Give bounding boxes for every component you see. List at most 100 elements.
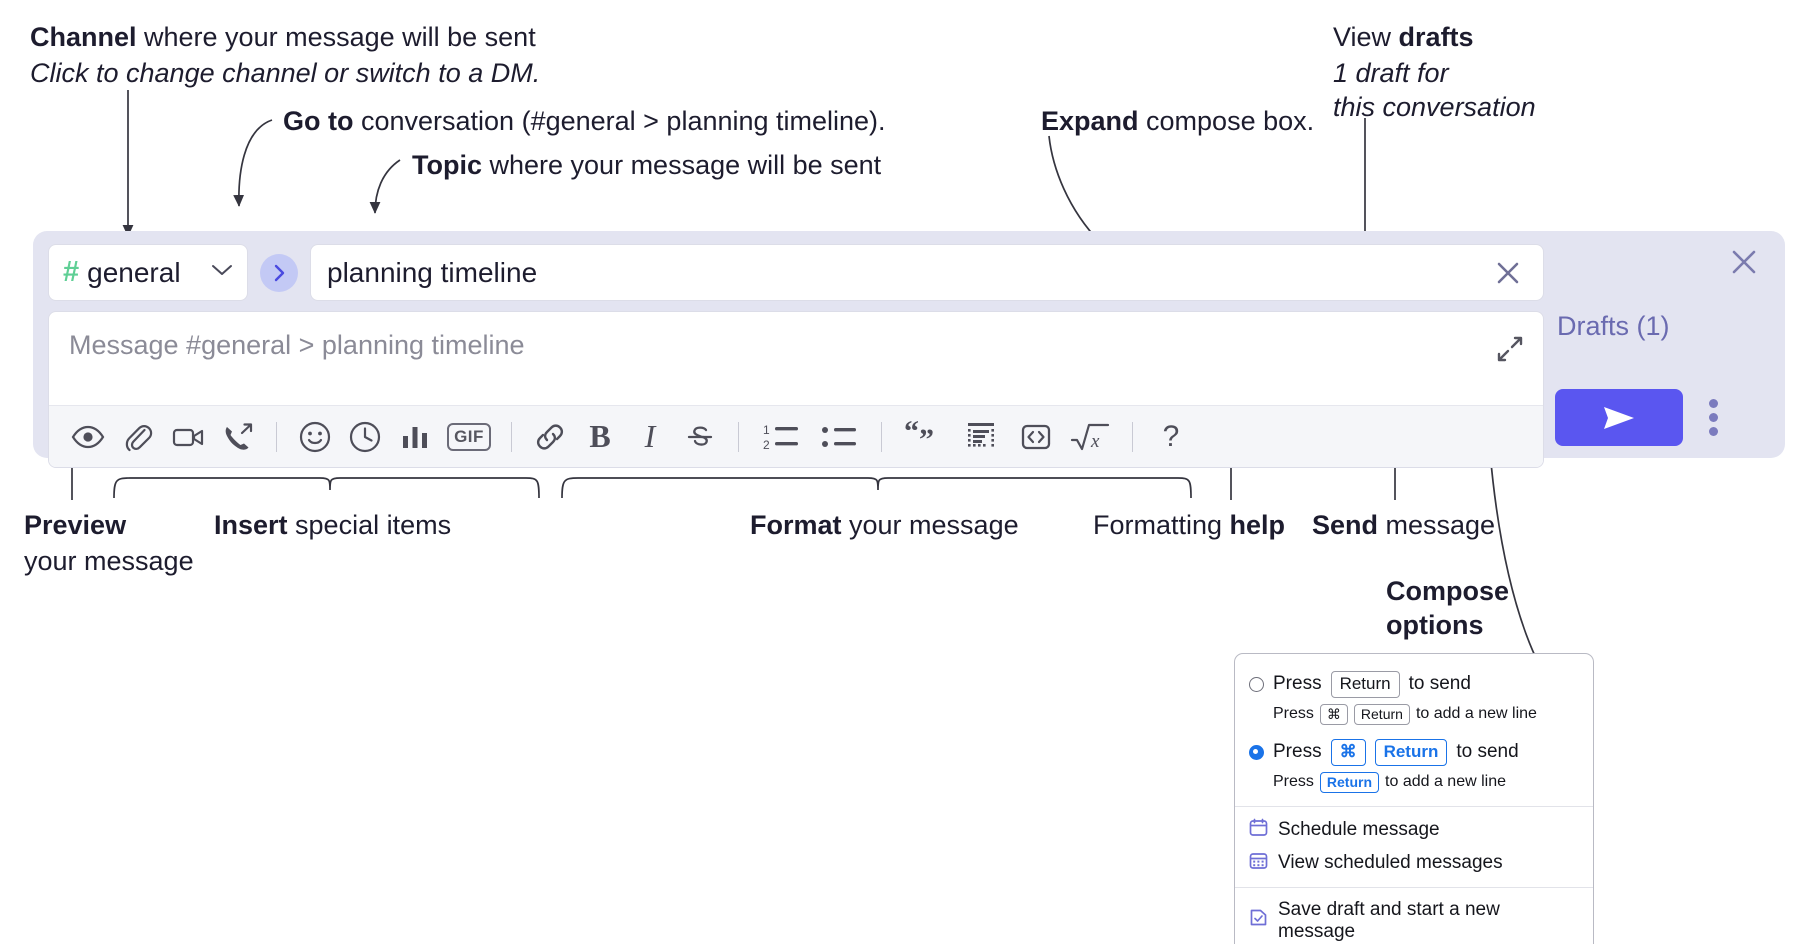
channel-selector[interactable]: # general (48, 244, 248, 301)
svg-text:1: 1 (763, 423, 770, 437)
kebab-menu-icon[interactable] (1709, 399, 1718, 436)
toolbar-separator (276, 421, 277, 452)
toolbar-separator (881, 421, 882, 452)
poll-icon[interactable] (390, 412, 440, 462)
menu-item-save-draft[interactable]: Save draft and start a new message (1235, 895, 1593, 944)
menu-item-label: View scheduled messages (1278, 852, 1503, 874)
message-input[interactable]: Message #general > planning timeline (49, 312, 1543, 405)
strikethrough-icon[interactable] (675, 412, 725, 462)
video-icon[interactable] (163, 412, 213, 462)
radio-icon[interactable] (1249, 676, 1264, 692)
option-press-label: Press (1273, 673, 1322, 695)
latex-icon[interactable]: x (1061, 412, 1119, 462)
annotation-drafts-plain: View (1333, 22, 1399, 52)
annotation-compose-options-bold1: Compose (1386, 576, 1510, 606)
svg-text:“: “ (904, 421, 919, 448)
link-icon[interactable] (525, 412, 575, 462)
kbd-command: ⌘ (1330, 738, 1366, 766)
bulleted-list-icon[interactable] (810, 412, 868, 462)
drafts-link[interactable]: Drafts (1) (1557, 311, 1670, 341)
annotation-send-rest: message (1378, 510, 1496, 540)
annotation-preview-bold: Preview (24, 510, 127, 540)
annotation-drafts-italic2: this conversation (1333, 91, 1536, 122)
hash-icon: # (63, 256, 80, 288)
menu-item-schedule-message[interactable]: Schedule message (1235, 814, 1593, 847)
annotation-insert-rest: special items (287, 510, 452, 540)
annotation-topic-bold: Topic (412, 150, 482, 180)
annotation-channel-italic: Click to change channel or switch to a D… (30, 57, 541, 88)
radio-icon-selected[interactable] (1249, 744, 1264, 760)
menu-item-view-scheduled-messages[interactable]: View scheduled messages (1235, 847, 1593, 880)
kbd-return: Return (1374, 738, 1448, 766)
annotation-format-rest: your message (841, 510, 1019, 540)
radio-option-command-return[interactable]: Press ⌘ Return to send (1235, 736, 1593, 769)
calendar-grid-icon (1249, 851, 1268, 876)
compose-panel: # general planning timeline (33, 231, 1785, 468)
compose-inner: # general planning timeline (48, 244, 1544, 468)
help-icon[interactable]: ? (1146, 412, 1196, 462)
preview-icon[interactable] (63, 412, 113, 462)
radio-option-return-sub: Press ⌘ Return to add a new line (1235, 701, 1593, 728)
emoji-icon[interactable] (290, 412, 340, 462)
annotation-goto-bold: Go to (283, 106, 354, 136)
annotation-drafts: View drafts 1 draft for this conversatio… (1333, 22, 1536, 124)
annotation-topic: Topic where your message will be sent (412, 150, 881, 182)
kbd-return: Return (1353, 703, 1410, 725)
annotation-send: Send message (1312, 510, 1495, 542)
calendar-icon (1249, 818, 1268, 843)
compose-header-row: # general planning timeline (48, 244, 1544, 301)
sub-press-label: Press (1273, 705, 1314, 723)
gif-icon[interactable]: GIF (440, 412, 498, 462)
expand-icon[interactable] (1495, 334, 1525, 369)
send-shortcut-options: Press Return to send Press ⌘ Return to a… (1235, 662, 1593, 807)
annotation-compose-options-bold2: options (1386, 609, 1484, 640)
annotation-drafts-italic1: 1 draft for (1333, 57, 1449, 88)
topic-field[interactable]: planning timeline (310, 244, 1544, 301)
svg-text:x: x (1090, 431, 1100, 452)
annotation-expand: Expand compose box. (1041, 106, 1314, 138)
kbd-return: Return (1319, 771, 1380, 793)
option-press-label: Press (1273, 741, 1322, 763)
draft-section: Save draft and start a new message (1235, 888, 1593, 944)
svg-text:2: 2 (763, 438, 770, 452)
blockquote-icon[interactable]: “” (895, 412, 953, 462)
bold-icon[interactable]: B (575, 412, 625, 462)
annotation-drafts-bold: drafts (1398, 22, 1474, 52)
attachment-icon[interactable] (113, 412, 163, 462)
channel-name: general (87, 256, 181, 288)
huddle-icon[interactable] (213, 412, 263, 462)
compose-right-rail: Drafts (1) (1529, 231, 1785, 458)
annotation-preview: Preview your message (24, 510, 194, 578)
close-icon[interactable] (1493, 258, 1527, 288)
message-box: Message #general > planning timeline (48, 311, 1544, 468)
sub-tail-label: to add a new line (1385, 773, 1507, 791)
topic-input[interactable]: planning timeline (327, 256, 538, 288)
annotation-help: Formatting help (1093, 510, 1285, 542)
sub-tail-label: to add a new line (1415, 705, 1537, 723)
toolbar-separator (511, 421, 512, 452)
code-icon[interactable] (1011, 412, 1061, 462)
option-tail-label: to send (1456, 741, 1519, 763)
code-block-icon[interactable] (953, 412, 1011, 462)
annotation-topic-rest: where your message will be sent (482, 150, 882, 180)
help-glyph: ? (1162, 419, 1180, 453)
annotation-goto: Go to conversation (#general > planning … (283, 106, 886, 138)
bold-glyph: B (589, 418, 611, 454)
clock-icon[interactable] (340, 412, 390, 462)
annotation-expand-rest: compose box. (1138, 106, 1315, 136)
annotation-help-plain: Formatting (1093, 510, 1230, 540)
annotation-send-bold: Send (1312, 510, 1379, 540)
annotation-insert: Insert special items (214, 510, 451, 542)
radio-option-return[interactable]: Press Return to send (1235, 668, 1593, 701)
kbd-command: ⌘ (1319, 703, 1348, 725)
italic-icon[interactable]: I (625, 412, 675, 462)
annotation-channel: Channel where your message will be sent … (30, 22, 540, 90)
toolbar-separator (738, 421, 739, 452)
send-button[interactable] (1555, 389, 1683, 446)
close-icon[interactable] (1729, 247, 1759, 282)
italic-glyph: I (644, 418, 656, 454)
go-to-conversation-button[interactable] (260, 253, 298, 292)
